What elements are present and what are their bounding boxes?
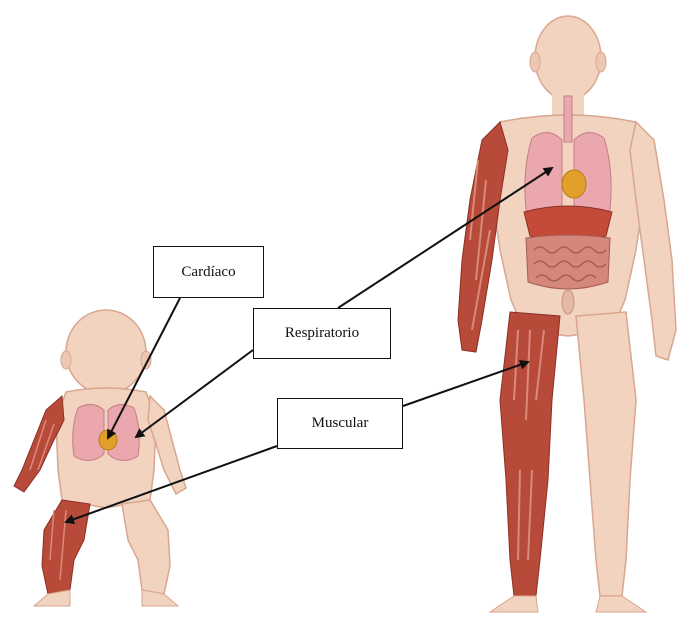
label-cardiaco: Cardíaco <box>153 246 264 298</box>
adult-leg-right <box>576 312 636 596</box>
adult-ear-left <box>530 52 540 72</box>
adult-leg-left-muscle <box>500 312 560 596</box>
child-ear-right <box>141 351 151 369</box>
adult-head <box>535 16 601 100</box>
child-leg-right <box>122 500 170 594</box>
adult-foot-left <box>490 596 538 612</box>
adult-foot-right <box>596 596 646 612</box>
child-ear-left <box>61 351 71 369</box>
adult-heart <box>562 170 586 198</box>
arrow-respiratory-child <box>136 350 253 437</box>
label-respiratorio: Respiratorio <box>253 308 391 359</box>
adult-pelvis-detail <box>562 290 574 314</box>
adult-ear-right <box>596 52 606 72</box>
child-heart <box>99 430 117 450</box>
adult-trachea <box>564 96 572 142</box>
child-figure <box>14 310 186 606</box>
child-head <box>66 310 146 394</box>
child-lung-left <box>73 404 104 460</box>
adult-figure <box>458 16 676 612</box>
label-muscular: Muscular <box>277 398 403 449</box>
